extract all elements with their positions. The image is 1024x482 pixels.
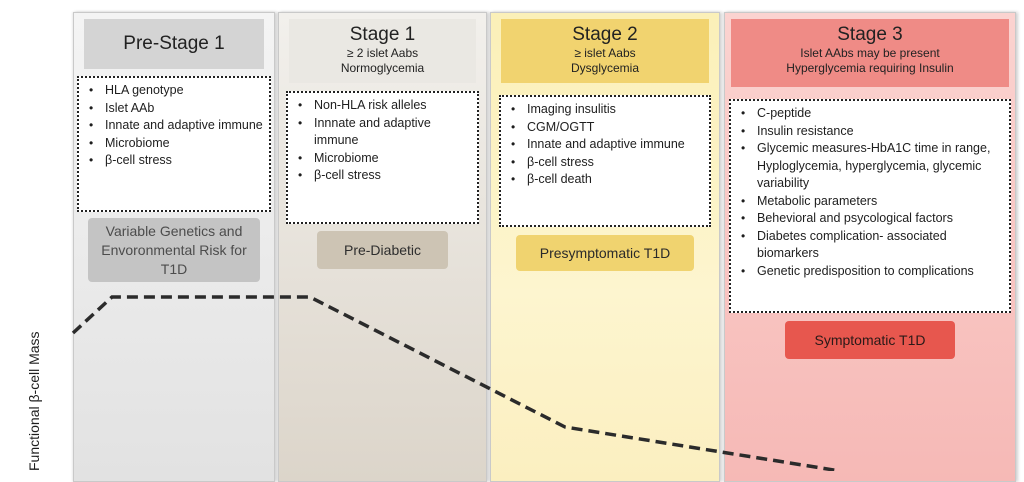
stage-header: Stage 1 ≥ 2 islet Aabs Normoglycemia — [289, 19, 476, 83]
stage-criteria: ≥ islet Aabs — [574, 46, 636, 60]
biomarker-item: Islet AAb — [87, 100, 263, 118]
stage-header: Pre-Stage 1 — [84, 19, 264, 69]
stage-title: Stage 2 — [572, 24, 638, 45]
biomarker-box: C-peptide Insulin resistance Glycemic me… — [729, 99, 1011, 313]
biomarker-item: Metabolic parameters — [739, 193, 1003, 211]
biomarker-item: β-cell stress — [509, 154, 703, 172]
stage-column-pre-stage-1: Pre-Stage 1 HLA genotype Islet AAb Innat… — [73, 12, 275, 482]
biomarker-box: Imaging insulitis CGM/OGTT Innate and ad… — [499, 95, 711, 227]
stage-status-label: Symptomatic T1D — [785, 321, 955, 359]
stage-header: Stage 2 ≥ islet Aabs Dysglycemia — [501, 19, 709, 83]
stage-title: Stage 1 — [349, 24, 416, 45]
stage-status-label: Variable Genetics and Envoronmental Risk… — [88, 218, 260, 282]
stage-column-stage-2: Stage 2 ≥ islet Aabs Dysglycemia Imaging… — [490, 12, 720, 482]
biomarker-item: HLA genotype — [87, 82, 263, 100]
stage-criteria: ≥ 2 islet Aabs — [346, 46, 419, 60]
biomarker-item: Microbiome — [87, 135, 263, 153]
biomarker-item: Glycemic measures-HbA1C time in range, H… — [739, 140, 1003, 193]
biomarker-list: Non-HLA risk alleles Innnate and adaptiv… — [296, 97, 471, 185]
biomarker-item: Genetic predisposition to complications — [739, 263, 1003, 281]
stage-status-label: Presymptomatic T1D — [516, 235, 694, 271]
biomarker-item: Insulin resistance — [739, 123, 1003, 141]
biomarker-item: Microbiome — [296, 150, 471, 168]
stage-column-stage-3: Stage 3 Islet AAbs may be present Hyperg… — [724, 12, 1016, 482]
biomarker-item: β-cell death — [509, 171, 703, 189]
biomarker-list: C-peptide Insulin resistance Glycemic me… — [739, 105, 1003, 280]
stage-criteria: Islet AAbs may be present — [800, 46, 940, 60]
biomarker-item: Diabetes complication- associated biomar… — [739, 228, 1003, 263]
biomarker-box: Non-HLA risk alleles Innnate and adaptiv… — [286, 91, 479, 224]
stage-title: Stage 3 — [837, 24, 903, 45]
biomarker-list: HLA genotype Islet AAb Innate and adapti… — [87, 82, 263, 170]
stage-status-label: Pre-Diabetic — [317, 231, 448, 269]
biomarker-item: Behevioral and psycological factors — [739, 210, 1003, 228]
stage-title: Pre-Stage 1 — [123, 33, 225, 54]
biomarker-item: Innnate and adaptive immune — [296, 115, 471, 150]
biomarker-item: Innate and adaptive immune — [509, 136, 703, 154]
biomarker-item: CGM/OGTT — [509, 119, 703, 137]
stage-glycemia: Normoglycemia — [340, 61, 425, 75]
biomarker-item: β-cell stress — [296, 167, 471, 185]
biomarker-item: Innate and adaptive immune — [87, 117, 263, 135]
biomarker-list: Imaging insulitis CGM/OGTT Innate and ad… — [509, 101, 703, 189]
stage-header: Stage 3 Islet AAbs may be present Hyperg… — [731, 19, 1009, 87]
biomarker-item: β-cell stress — [87, 152, 263, 170]
biomarker-item: Imaging insulitis — [509, 101, 703, 119]
biomarker-item: C-peptide — [739, 105, 1003, 123]
stage-glycemia: Hyperglycemia requiring Insulin — [786, 61, 954, 75]
y-axis-label: Functional β-cell Mass — [26, 331, 42, 471]
stage-column-stage-1: Stage 1 ≥ 2 islet Aabs Normoglycemia Non… — [278, 12, 487, 482]
biomarker-item: Non-HLA risk alleles — [296, 97, 471, 115]
stage-glycemia: Dysglycemia — [570, 61, 639, 75]
biomarker-box: HLA genotype Islet AAb Innate and adapti… — [77, 76, 271, 212]
